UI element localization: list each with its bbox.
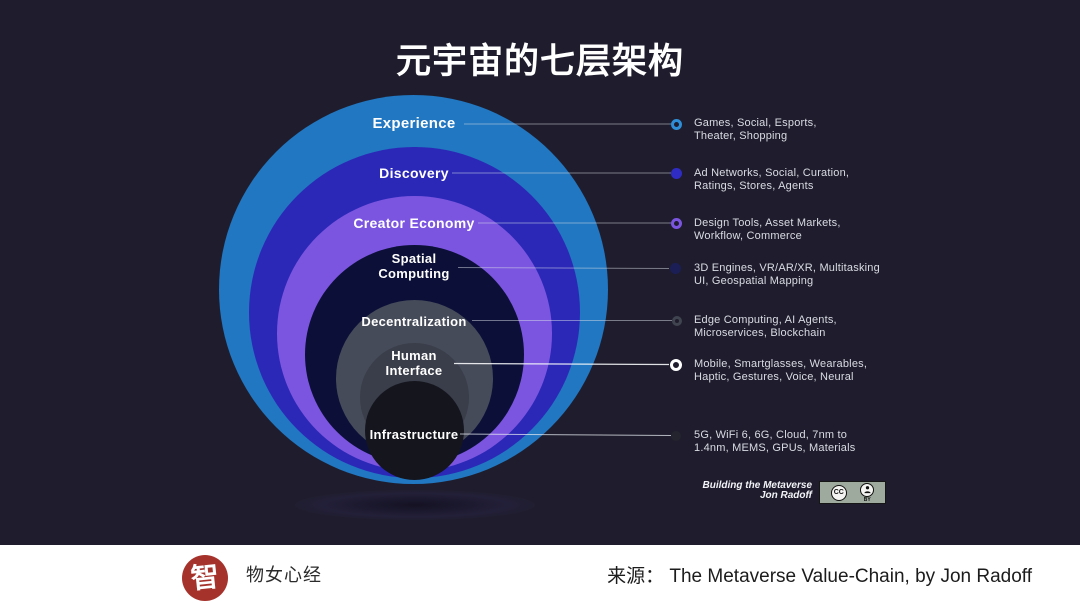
connector-human-interface <box>453 362 670 366</box>
by-attribution-group: BY <box>860 482 875 503</box>
layer-bullet-human-interface <box>669 358 682 371</box>
layer-bullet-creator-economy <box>671 217 682 229</box>
layer-bullet-discovery <box>670 168 682 179</box>
layer-bullet-experience <box>671 118 682 130</box>
seal-character: 智 <box>189 559 221 596</box>
layer-items-decentralization: Edge Computing, AI Agents, Microservices… <box>694 314 837 339</box>
footer-bar: 智 物女心经 来源： The Metaverse Value-Chain, by… <box>0 545 1080 603</box>
circle-infrastructure <box>365 381 464 480</box>
layer-items-infrastructure: 5G, WiFi 6, 6G, Cloud, 7nm to 1.4nm, MEM… <box>694 429 856 454</box>
layer-label-spatial-computing: Spatial Computing <box>378 251 450 281</box>
layer-bullet-infrastructure <box>671 430 681 441</box>
brand-name: 物女心经 <box>246 565 322 585</box>
by-label: BY <box>863 496 871 503</box>
cc-icon: CC <box>830 484 847 501</box>
layer-items-human-interface: Mobile, Smartglasses, Wearables, Haptic,… <box>694 358 868 383</box>
person-icon <box>860 482 875 497</box>
attribution-credit: Building the Metaverse Jon Radoff <box>702 480 812 501</box>
layer-items-spatial-computing: 3D Engines, VR/AR/XR, Multitasking UI, G… <box>694 262 880 287</box>
cc-by-badge: CC BY <box>819 481 886 504</box>
page-title: 元宇宙的七层架构 <box>395 42 684 81</box>
layer-label-human-interface: Human Interface <box>385 348 443 378</box>
layer-items-experience: Games, Social, Esports, Theater, Shoppin… <box>694 117 817 142</box>
ground-shadow <box>295 490 535 520</box>
layer-label-discovery: Discovery <box>379 165 449 181</box>
layer-bullet-spatial-computing <box>670 263 681 274</box>
layer-label-creator-economy: Creator Economy <box>353 215 475 231</box>
layer-items-creator-economy: Design Tools, Asset Markets, Workflow, C… <box>694 217 841 242</box>
layer-label-infrastructure: Infrastructure <box>369 427 459 442</box>
layer-label-experience: Experience <box>372 115 456 132</box>
brand-seal-logo: 智 <box>182 555 228 601</box>
connector-infrastructure <box>459 433 672 436</box>
layer-items-discovery: Ad Networks, Social, Curation, Ratings, … <box>694 167 850 192</box>
layer-label-decentralization: Decentralization <box>361 314 467 329</box>
connector-spatial-computing <box>457 267 670 269</box>
layer-bullet-decentralization <box>672 315 682 326</box>
source-text: 来源： The Metaverse Value-Chain, by Jon Ra… <box>607 565 1032 587</box>
